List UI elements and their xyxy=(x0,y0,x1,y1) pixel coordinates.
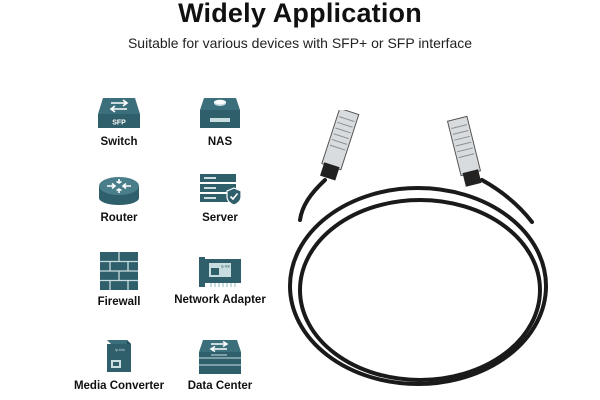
device-data-center: Data Center xyxy=(160,338,280,392)
network-adapter-icon: tp-link xyxy=(199,257,241,287)
switch-badge: SFP xyxy=(112,120,126,127)
firewall-icon xyxy=(100,252,138,290)
device-label: Router xyxy=(100,212,138,224)
sfp-cable-image xyxy=(288,110,548,386)
page-title: Widely Application xyxy=(178,0,422,28)
device-label: Data Center xyxy=(187,380,253,392)
device-label: Network Adapter xyxy=(174,294,266,306)
device-label: Firewall xyxy=(97,296,141,308)
device-label: Switch xyxy=(100,136,138,148)
device-media-converter: tp-link Media Converter xyxy=(59,338,179,392)
adapter-brand: tp-link xyxy=(221,265,231,269)
switch-icon: SFP xyxy=(98,98,140,128)
device-server: Server xyxy=(160,172,280,224)
media-converter-icon: tp-link xyxy=(107,340,131,372)
server-icon xyxy=(200,174,242,206)
device-switch: SFP Switch xyxy=(59,96,179,148)
sfp-connector-left xyxy=(320,110,360,181)
device-firewall: Firewall xyxy=(59,250,179,308)
device-router: Router xyxy=(59,172,179,224)
nas-icon xyxy=(200,98,240,128)
device-label: NAS xyxy=(207,136,233,148)
device-label: Media Converter xyxy=(73,380,165,392)
device-nas: NAS xyxy=(160,96,280,148)
data-center-icon xyxy=(199,340,241,374)
page-subtitle: Suitable for various devices with SFP+ o… xyxy=(127,35,473,51)
router-icon xyxy=(99,177,139,205)
sfp-connector-right xyxy=(446,115,482,187)
device-network-adapter: tp-link Network Adapter xyxy=(160,256,280,306)
device-label: Server xyxy=(202,212,238,224)
converter-brand: tp-link xyxy=(115,348,125,352)
